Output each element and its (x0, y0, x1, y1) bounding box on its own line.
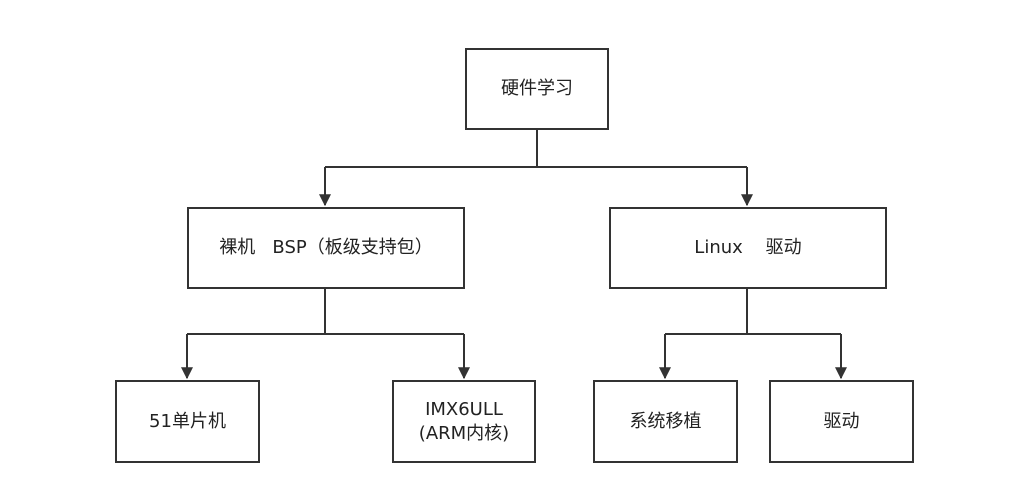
node-label: 51单片机 (149, 410, 226, 432)
node-label: 系统移植 (629, 410, 702, 432)
node-baremetal-bsp: 裸机 BSP（板级支持包） (187, 207, 465, 289)
node-hardware-learning: 硬件学习 (465, 48, 609, 130)
node-linux-driver: Linux 驱动 (609, 207, 887, 289)
node-driver: 驱动 (769, 380, 914, 463)
node-system-porting: 系统移植 (593, 380, 738, 463)
node-label-line2: (ARM内核) (418, 422, 510, 444)
node-label: 硬件学习 (501, 78, 573, 99)
node-label: Linux 驱动 (694, 237, 802, 258)
node-label: 驱动 (823, 410, 860, 432)
node-label-line1: IMX6ULL (425, 398, 503, 420)
node-imx6ull: IMX6ULL (ARM内核) (392, 380, 536, 463)
node-51-mcu: 51单片机 (115, 380, 260, 463)
node-label: 裸机 BSP（板级支持包） (219, 237, 433, 258)
